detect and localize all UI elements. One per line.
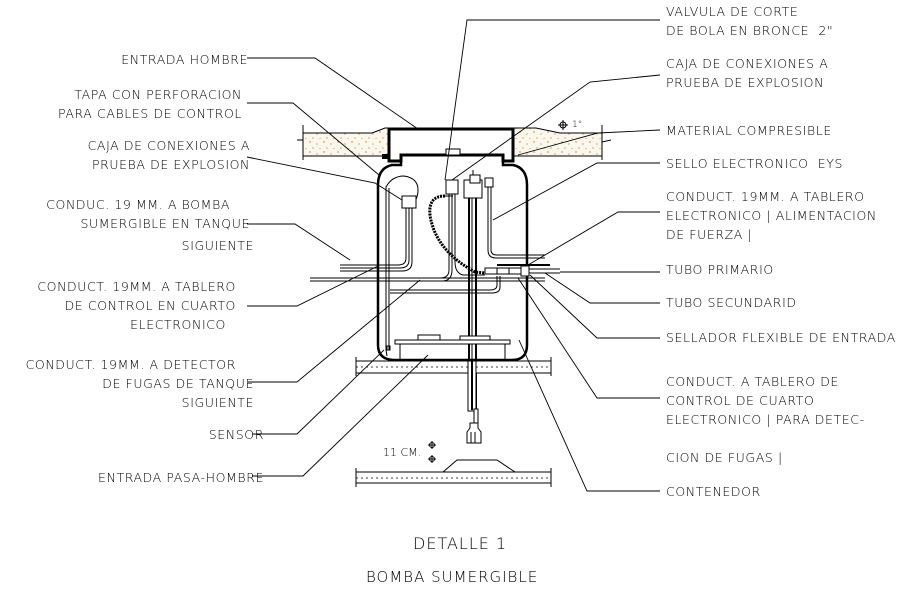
manhole-cover [382, 127, 515, 163]
junction-box-left [340, 175, 419, 357]
label-entrada-hombre: ENTRADA HOMBRE [121, 52, 248, 67]
sensor-probe [466, 408, 482, 444]
label-entrada-pasa-hombre: ENTRADA PASA-HOMBRE [98, 470, 264, 485]
label-conduct-detector: CONDUCT. 19MM. A DETECTOR [25, 357, 236, 372]
junction-box-center [310, 179, 485, 282]
primary-secondary-tubes [310, 265, 560, 294]
label-sensor: SENSOR [208, 427, 264, 442]
slope-marker-icon [558, 120, 568, 130]
label-conduct-tablero-control-3: ELECTRONICO [130, 317, 226, 332]
dimension-marker-icon [428, 441, 436, 463]
detail-subtitle: BOMBA SUMERGIBLE [366, 568, 539, 586]
label-conduc-bomba-3: SIGUIENTE [181, 238, 254, 253]
leader-lines [246, 19, 661, 492]
top-slab [297, 125, 612, 160]
detail-title: DETALLE 1 [413, 534, 508, 553]
dimension-label: 11 CM. [383, 446, 422, 459]
label-conduc-bomba-2: SUMERGIBLE EN TANQUE [80, 216, 250, 231]
label-material-compresible: MATERIAL COMPRESIBLE [666, 123, 832, 138]
label-tubo-secundario: TUBO SECUNDARID [666, 295, 797, 310]
bottom-slab [355, 357, 552, 412]
sensor-platform [394, 334, 511, 360]
lower-slab [355, 441, 552, 487]
label-sello-electronico: SELLO ELECTRONICO EYS [666, 156, 843, 171]
label-conduct-fugas-end: CION DE FUGAS | [666, 450, 783, 465]
label-tubo-primario: TUBO PRIMARIO [666, 262, 774, 277]
label-conduc-bomba: CONDUC. 19 MM. A BOMBA [46, 197, 230, 212]
container-tank [376, 161, 529, 362]
label-sellador-flexible: SELLADOR FLEXIBLE DE ENTRADA [666, 330, 896, 345]
slope-label: 1° [572, 120, 583, 130]
label-contenedor: CONTENEDOR [666, 484, 761, 499]
